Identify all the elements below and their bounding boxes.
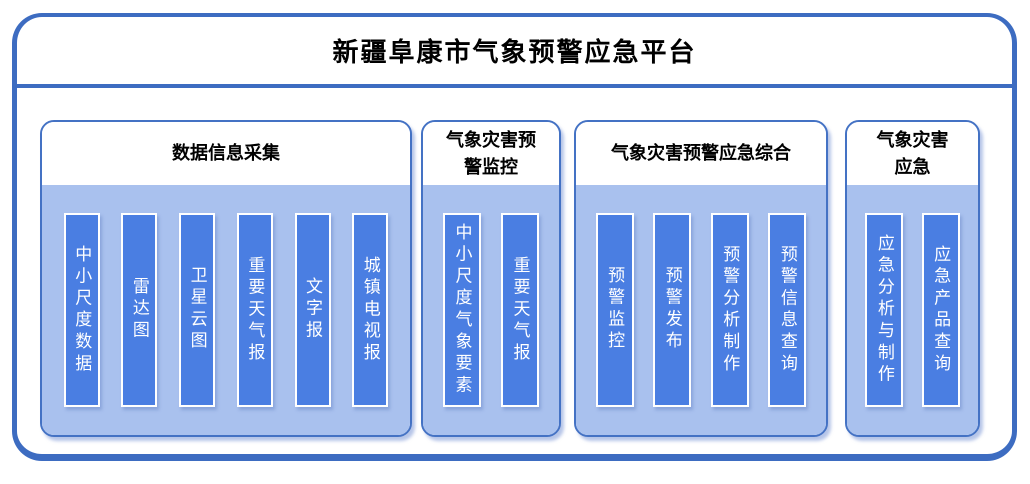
platform-diagram-frame: 新疆阜康市气象预警应急平台 数据信息采集 中小尺度数据 雷达图 卫星云图 重要天… xyxy=(12,13,1017,461)
group-title: 数据信息采集 xyxy=(42,122,410,185)
module-item-label: 卫星云图 xyxy=(187,266,207,354)
module-item: 中小尺度数据 xyxy=(63,213,100,407)
group-body: 中小尺度气象要素 重要天气报 xyxy=(423,185,559,435)
group-box-3: 气象灾害预警应急综合 预警监控 预警发布 预警分析制作 预警信息查询 xyxy=(574,120,828,437)
groups-container: 数据信息采集 中小尺度数据 雷达图 卫星云图 重要天气报 文字报 城镇电视报 气… xyxy=(17,120,1012,454)
module-item: 重要天气报 xyxy=(236,213,273,407)
module-item: 应急分析与制作 xyxy=(865,213,904,407)
module-item: 文字报 xyxy=(294,213,331,407)
page-title: 新疆阜康市气象预警应急平台 xyxy=(332,37,697,67)
group-body: 应急分析与制作 应急产品查询 xyxy=(847,185,978,435)
module-item-label: 预警信息查询 xyxy=(777,244,797,376)
module-item: 预警发布 xyxy=(653,213,692,407)
group-box-1: 数据信息采集 中小尺度数据 雷达图 卫星云图 重要天气报 文字报 城镇电视报 xyxy=(40,120,412,437)
module-item-label: 中小尺度气象要素 xyxy=(452,222,472,398)
module-item-label: 预警监控 xyxy=(605,266,625,354)
group-box-4: 气象灾害 应急 应急分析与制作 应急产品查询 xyxy=(845,120,980,437)
module-item: 雷达图 xyxy=(121,213,158,407)
module-item-label: 中小尺度数据 xyxy=(72,244,92,376)
module-item-label: 雷达图 xyxy=(129,277,149,343)
module-item: 预警分析制作 xyxy=(710,213,749,407)
module-item: 应急产品查询 xyxy=(921,213,960,407)
module-item-label: 应急产品查询 xyxy=(931,244,951,376)
module-item-label: 重要天气报 xyxy=(245,255,265,365)
group-title: 气象灾害 应急 xyxy=(847,122,978,185)
module-item: 重要天气报 xyxy=(501,213,539,407)
group-body: 预警监控 预警发布 预警分析制作 预警信息查询 xyxy=(576,185,826,435)
module-item: 预警监控 xyxy=(595,213,634,407)
group-body: 中小尺度数据 雷达图 卫星云图 重要天气报 文字报 城镇电视报 xyxy=(42,185,410,435)
module-item-label: 文字报 xyxy=(303,277,323,343)
title-divider xyxy=(17,84,1012,88)
module-item: 卫星云图 xyxy=(179,213,216,407)
group-title: 气象灾害预警应急综合 xyxy=(576,122,826,185)
module-item: 城镇电视报 xyxy=(352,213,389,407)
module-item-label: 重要天气报 xyxy=(510,255,530,365)
group-box-2: 气象灾害预 警监控 中小尺度气象要素 重要天气报 xyxy=(421,120,561,437)
module-item-label: 应急分析与制作 xyxy=(874,233,894,387)
group-title: 气象灾害预 警监控 xyxy=(423,122,559,185)
module-item-label: 预警发布 xyxy=(662,266,682,354)
module-item: 预警信息查询 xyxy=(768,213,807,407)
module-item-label: 预警分析制作 xyxy=(720,244,740,376)
module-item: 中小尺度气象要素 xyxy=(443,213,481,407)
module-item-label: 城镇电视报 xyxy=(360,255,380,365)
